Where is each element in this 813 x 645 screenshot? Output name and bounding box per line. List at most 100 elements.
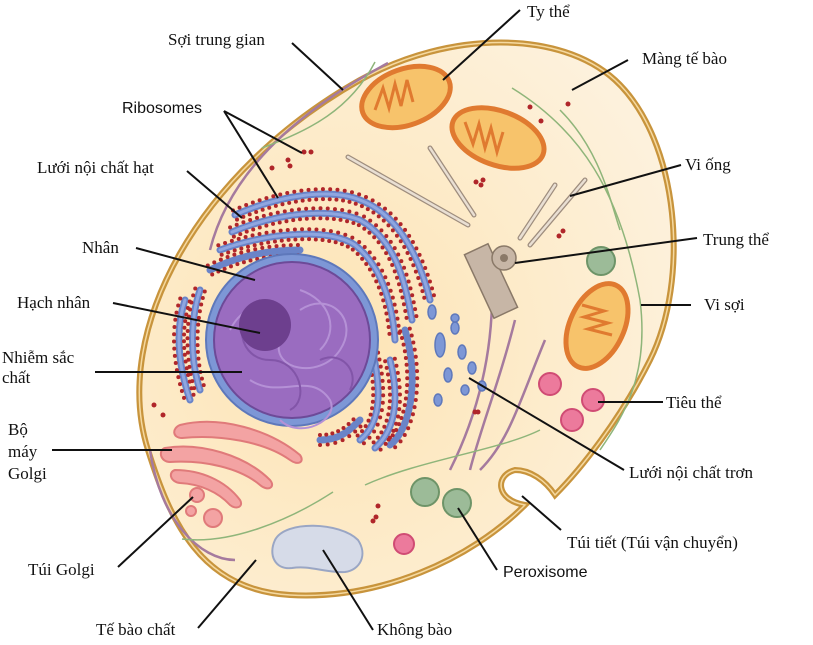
ribosome-dot bbox=[231, 234, 236, 239]
ribosome-dot bbox=[403, 355, 408, 360]
ribosome-dot bbox=[226, 250, 231, 255]
ribosome-dot bbox=[378, 364, 383, 369]
ribosome-dot bbox=[377, 357, 382, 362]
ribosome-dot bbox=[400, 335, 405, 340]
ribosome-dot bbox=[284, 219, 289, 224]
ribosome-dot bbox=[380, 245, 385, 250]
label-golgi-vesicle: Túi Golgi bbox=[28, 560, 95, 579]
ribosome-dot bbox=[360, 256, 365, 261]
ribosome-dot bbox=[382, 304, 387, 309]
ribosome-dot bbox=[186, 321, 191, 326]
ribosome-dot bbox=[413, 354, 418, 359]
ribosome-dot bbox=[420, 289, 425, 294]
ribosome-dot bbox=[172, 332, 177, 337]
ribosome-dot bbox=[178, 296, 183, 301]
ribosome-dot bbox=[261, 213, 266, 218]
ribosome-dot bbox=[321, 228, 326, 233]
ribosome-dot bbox=[296, 207, 301, 212]
leader-lines bbox=[52, 9, 698, 631]
ribosome-dot bbox=[362, 214, 367, 219]
ribosome-dot bbox=[183, 319, 188, 324]
ribosome-dot bbox=[379, 291, 384, 296]
ribosome-dot bbox=[404, 315, 409, 320]
ribosome-dot bbox=[278, 192, 283, 197]
ribosome-dot bbox=[172, 346, 177, 351]
ribosome-dot bbox=[390, 228, 395, 233]
ribosome-dot bbox=[334, 197, 339, 202]
ribosome-dot bbox=[336, 429, 341, 434]
ribosome-dot bbox=[248, 258, 253, 263]
ribosome-dot bbox=[182, 325, 187, 330]
ribosome-dot bbox=[300, 237, 305, 242]
ribosome-dot bbox=[333, 440, 338, 445]
ribosome-dot bbox=[278, 228, 283, 233]
ribosomes bbox=[171, 187, 436, 452]
ribosome-dot bbox=[386, 379, 391, 384]
ribosome-dot bbox=[393, 445, 398, 450]
ribosome-dot bbox=[340, 208, 345, 213]
ribosome-dot bbox=[235, 262, 240, 267]
label-intermediate-filament: Sợi trung gian bbox=[168, 30, 265, 49]
label-nucleus: Nhân bbox=[82, 238, 119, 257]
ribosome-dot bbox=[281, 243, 286, 248]
ribosome-dot bbox=[371, 393, 376, 398]
ribosome-dot bbox=[251, 227, 256, 232]
ribosome-dot bbox=[351, 417, 356, 422]
ribosome-dot bbox=[370, 198, 375, 203]
ribosome-dot bbox=[173, 317, 178, 322]
ribosome-dot bbox=[324, 432, 329, 437]
ribosome-dot bbox=[386, 281, 391, 286]
ribosome-dot bbox=[293, 237, 298, 242]
ribosome-dot bbox=[343, 232, 348, 237]
ribosome-dot bbox=[191, 293, 196, 298]
ribosome-dot bbox=[275, 210, 280, 215]
ribosome-dot bbox=[266, 240, 271, 245]
ribosome-dot bbox=[279, 238, 284, 243]
ribosome-dot bbox=[195, 336, 200, 341]
ribosome-dot bbox=[229, 238, 234, 243]
ribosome-dot bbox=[292, 189, 297, 194]
ribosome-dot bbox=[185, 305, 190, 310]
ribosome-dot bbox=[289, 208, 294, 213]
ribosome-dot bbox=[349, 190, 354, 195]
ribosome-dot bbox=[414, 246, 419, 251]
ribosome-dot bbox=[388, 211, 393, 216]
ribosome-dot bbox=[411, 340, 416, 345]
ribosome-dot bbox=[288, 243, 293, 248]
ribosome-dot bbox=[243, 235, 248, 240]
label-lysosome: Tiêu thể bbox=[666, 393, 722, 412]
ribosome-dot bbox=[406, 426, 411, 431]
ribosome-dot bbox=[244, 202, 249, 207]
ribosome-dot bbox=[377, 202, 382, 207]
label-cell-membrane: Màng tế bào bbox=[642, 49, 727, 68]
ribosome-dot bbox=[264, 223, 269, 228]
ribosome-dot bbox=[320, 187, 325, 192]
ribosome-dot bbox=[300, 227, 305, 232]
ribosome-dot bbox=[176, 375, 181, 380]
ribosome-dot bbox=[271, 221, 276, 226]
ribosome-dot bbox=[412, 347, 417, 352]
ribosome-dot bbox=[403, 227, 408, 232]
ribosome-dot bbox=[307, 227, 312, 232]
ribosome-dot bbox=[287, 200, 292, 205]
ribosome-dot bbox=[267, 205, 272, 210]
ribosome-dot bbox=[236, 236, 241, 241]
ribosome-dot bbox=[257, 198, 262, 203]
ribosome-dot bbox=[186, 372, 191, 377]
ribosome-dot bbox=[353, 429, 358, 434]
ribosome-dot bbox=[189, 386, 194, 391]
ribosome-dot bbox=[387, 392, 392, 397]
ribosome-dot bbox=[195, 329, 200, 334]
ribosome-dot bbox=[225, 254, 230, 259]
ribosome-dot bbox=[174, 310, 179, 315]
ribosome-dot bbox=[307, 197, 312, 202]
ribosome-dot bbox=[183, 359, 188, 364]
ribosome-dot bbox=[387, 256, 392, 261]
vacuole bbox=[271, 524, 364, 574]
ribosome-dot bbox=[325, 206, 330, 211]
ribosome-dot bbox=[398, 222, 403, 227]
ribosome-dot bbox=[401, 409, 406, 414]
ribosome-dot bbox=[360, 429, 365, 434]
ribosome-dot bbox=[420, 259, 425, 264]
label-mitochondria: Ty thể bbox=[527, 2, 570, 21]
